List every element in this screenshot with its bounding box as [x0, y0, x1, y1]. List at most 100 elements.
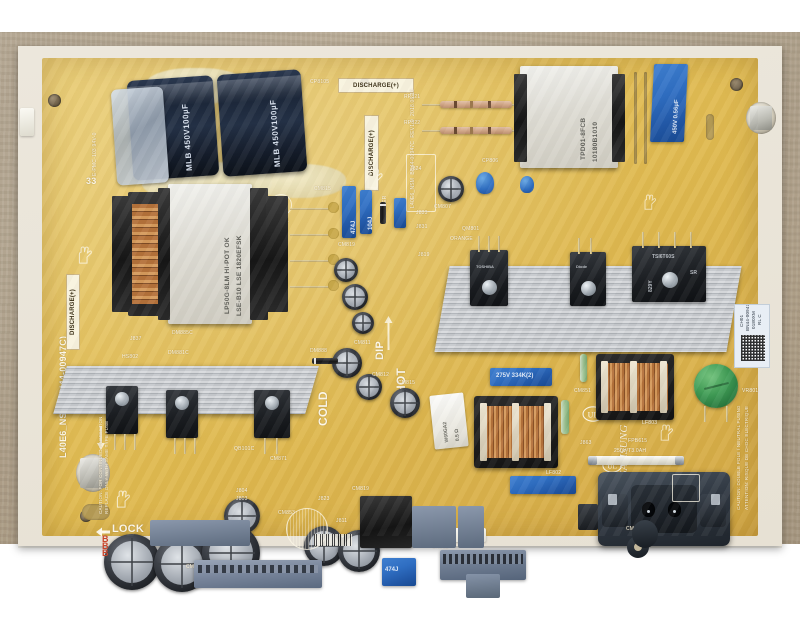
film-capacitor-blue-top-text: 450V 0.56µF — [672, 99, 681, 134]
ref-qm801: QM801 — [462, 226, 480, 232]
ref-lf803: LF803 — [642, 420, 658, 426]
ferrite-bead-block — [360, 496, 412, 548]
ref-qb101c: QB101C — [234, 446, 255, 452]
x-capacitor-lower — [510, 476, 576, 494]
power-supply-board: L40E6_NSM (BN44-00947C) DISCHARGE(+) DIS… — [18, 46, 782, 598]
pcb-slot-1 — [634, 72, 637, 164]
varistor-lead-2 — [726, 406, 728, 422]
sec-transistor-leg-8 — [276, 438, 278, 454]
power-transistor-center: Diode — [570, 252, 606, 306]
fuse-rating: 250V/T3.0AH — [614, 448, 647, 454]
main-transformer-text-2: LSE-B10 LSE 1820EFSK — [236, 235, 243, 316]
power-transistor-left: TOSHIBA — [470, 250, 508, 306]
tape-pad-left — [20, 108, 34, 136]
lead-row-4 — [290, 286, 336, 288]
main-transformer: LP50G-8LM HI-POT OK LSE-B10 LSE 1820EFSK — [168, 184, 252, 324]
small-electrolytic-3 — [352, 312, 374, 334]
ref-cm819: CM819 — [338, 242, 356, 248]
ref-33: 33 — [86, 176, 97, 186]
ref-j823: J823 — [318, 496, 330, 502]
qr-code — [741, 335, 765, 361]
main-transformer-core-right — [250, 188, 268, 320]
earth-terminal-metal — [80, 458, 106, 488]
small-electrolytic-2 — [342, 284, 368, 310]
line-filter-inductor: TPD01-8FCB 10180B1010 — [520, 66, 618, 168]
mounting-hole-tr — [730, 78, 743, 91]
left-silk-text-2: REPLACE ONLY WITH SAME TYPE FUSE — [104, 420, 109, 514]
power-transistor-left-text: TOSHIBA — [476, 264, 494, 269]
cement-resistor-text-2: 0.5 Ω — [453, 428, 462, 442]
ac-inlet-pin-right — [673, 510, 676, 514]
ref-orange: ORANGE — [450, 236, 473, 242]
secondary-transistor-1 — [106, 386, 138, 434]
ref-j833: J833 — [416, 210, 428, 216]
left-silk-text-1: CAUTION: FOR CONTINUED PROTECTION — [98, 416, 103, 514]
lock-label: LOCK — [112, 523, 144, 535]
main-fuse — [588, 456, 684, 465]
line-filter-core-left — [514, 74, 527, 162]
rectifier-diode-dm888 — [312, 358, 338, 364]
sec-transistor-leg-1 — [114, 434, 116, 450]
plastic-clip-1 — [412, 506, 456, 548]
small-electrolytic-top — [438, 176, 464, 202]
cement-resistor-text-1: W60GA2 — [442, 421, 451, 443]
small-electrolytic-5 — [356, 374, 382, 400]
sec-transistor-leg-4 — [174, 438, 176, 454]
film-capacitor-mid-3 — [394, 198, 406, 228]
film-capacitor-blue-top: 450V 0.56µF — [649, 64, 689, 142]
ref-j863: J863 — [580, 440, 592, 446]
transistor-leg-5 — [590, 238, 592, 254]
ac-inlet-tab-right — [711, 494, 720, 506]
ref-rp822: RP822 — [404, 120, 421, 126]
solder-pad-4 — [328, 280, 339, 291]
high-voltage-hand-icon-right — [658, 424, 674, 442]
ref-cm853: CM853 — [278, 510, 296, 516]
x-capacitor-upper: 275V 334K(2) — [490, 368, 552, 386]
qr-label: CH01 BN44-00947C 0180XM RL C — [734, 304, 770, 368]
power-transistor-center-text: Diode — [576, 264, 588, 269]
qr-label-line-2: BN44-00947C — [745, 304, 750, 331]
ref-cm815: CM815 — [314, 186, 332, 192]
output-connector-bottom — [194, 560, 322, 588]
barcode-strip — [314, 534, 352, 546]
transformer-bobbin-right — [266, 196, 288, 312]
smd-component-right — [578, 504, 598, 530]
film-capacitor-mid-1: 474J — [342, 186, 356, 238]
high-voltage-hand-icon-bottom — [114, 490, 131, 509]
mounting-hole-tl — [48, 94, 61, 107]
ac-inlet-connector — [598, 472, 730, 558]
left-edge-arrow-icon — [96, 426, 106, 450]
ref-j811: J811 — [336, 518, 348, 524]
bulk-capacitor-2-text: MLB 450V100µF — [268, 99, 283, 168]
ref-j831: J831 — [416, 224, 428, 230]
bulk-capacitor-2: MLB 450V100µF — [216, 69, 308, 177]
sec-transistor-leg-3 — [134, 434, 136, 450]
lead-row-1 — [290, 208, 336, 210]
ac-inlet-slot-left — [642, 501, 655, 517]
line-filter-core-right — [612, 74, 625, 162]
ref-cm871: CM871 — [270, 456, 288, 462]
main-transformer-text-1: LP50G-8LM HI-POT OK — [224, 237, 231, 314]
ref-dm881c: DM881C — [168, 350, 189, 356]
lock-arrow-icon — [96, 524, 110, 537]
ref-rp821: RP821 — [404, 94, 421, 100]
secondary-transistor-3 — [254, 390, 290, 438]
line-filter-text-2: 10180B1010 — [592, 121, 599, 162]
fusible-resistor-2 — [440, 127, 512, 134]
cold-label: COLD — [316, 391, 330, 426]
common-mode-choke-center — [474, 396, 558, 468]
ref-cp8105: CP8105 — [310, 79, 330, 85]
power-mosfet-right-text-1: TSI6T60S — [652, 254, 675, 260]
ic-footprint-right — [672, 474, 700, 502]
ref-j803: J803 — [236, 496, 248, 502]
pcb-slot-3 — [706, 114, 714, 140]
transformer-left-windings — [132, 204, 160, 304]
transistor-leg-8 — [674, 232, 676, 248]
plastic-clip-3 — [150, 520, 250, 546]
transformer-core-left2 — [112, 196, 130, 312]
screw-terminal-clip — [750, 106, 772, 130]
plastic-clip-2 — [458, 506, 484, 548]
common-mode-choke-right — [596, 354, 674, 420]
ref-hs802: HS802 — [122, 354, 139, 360]
